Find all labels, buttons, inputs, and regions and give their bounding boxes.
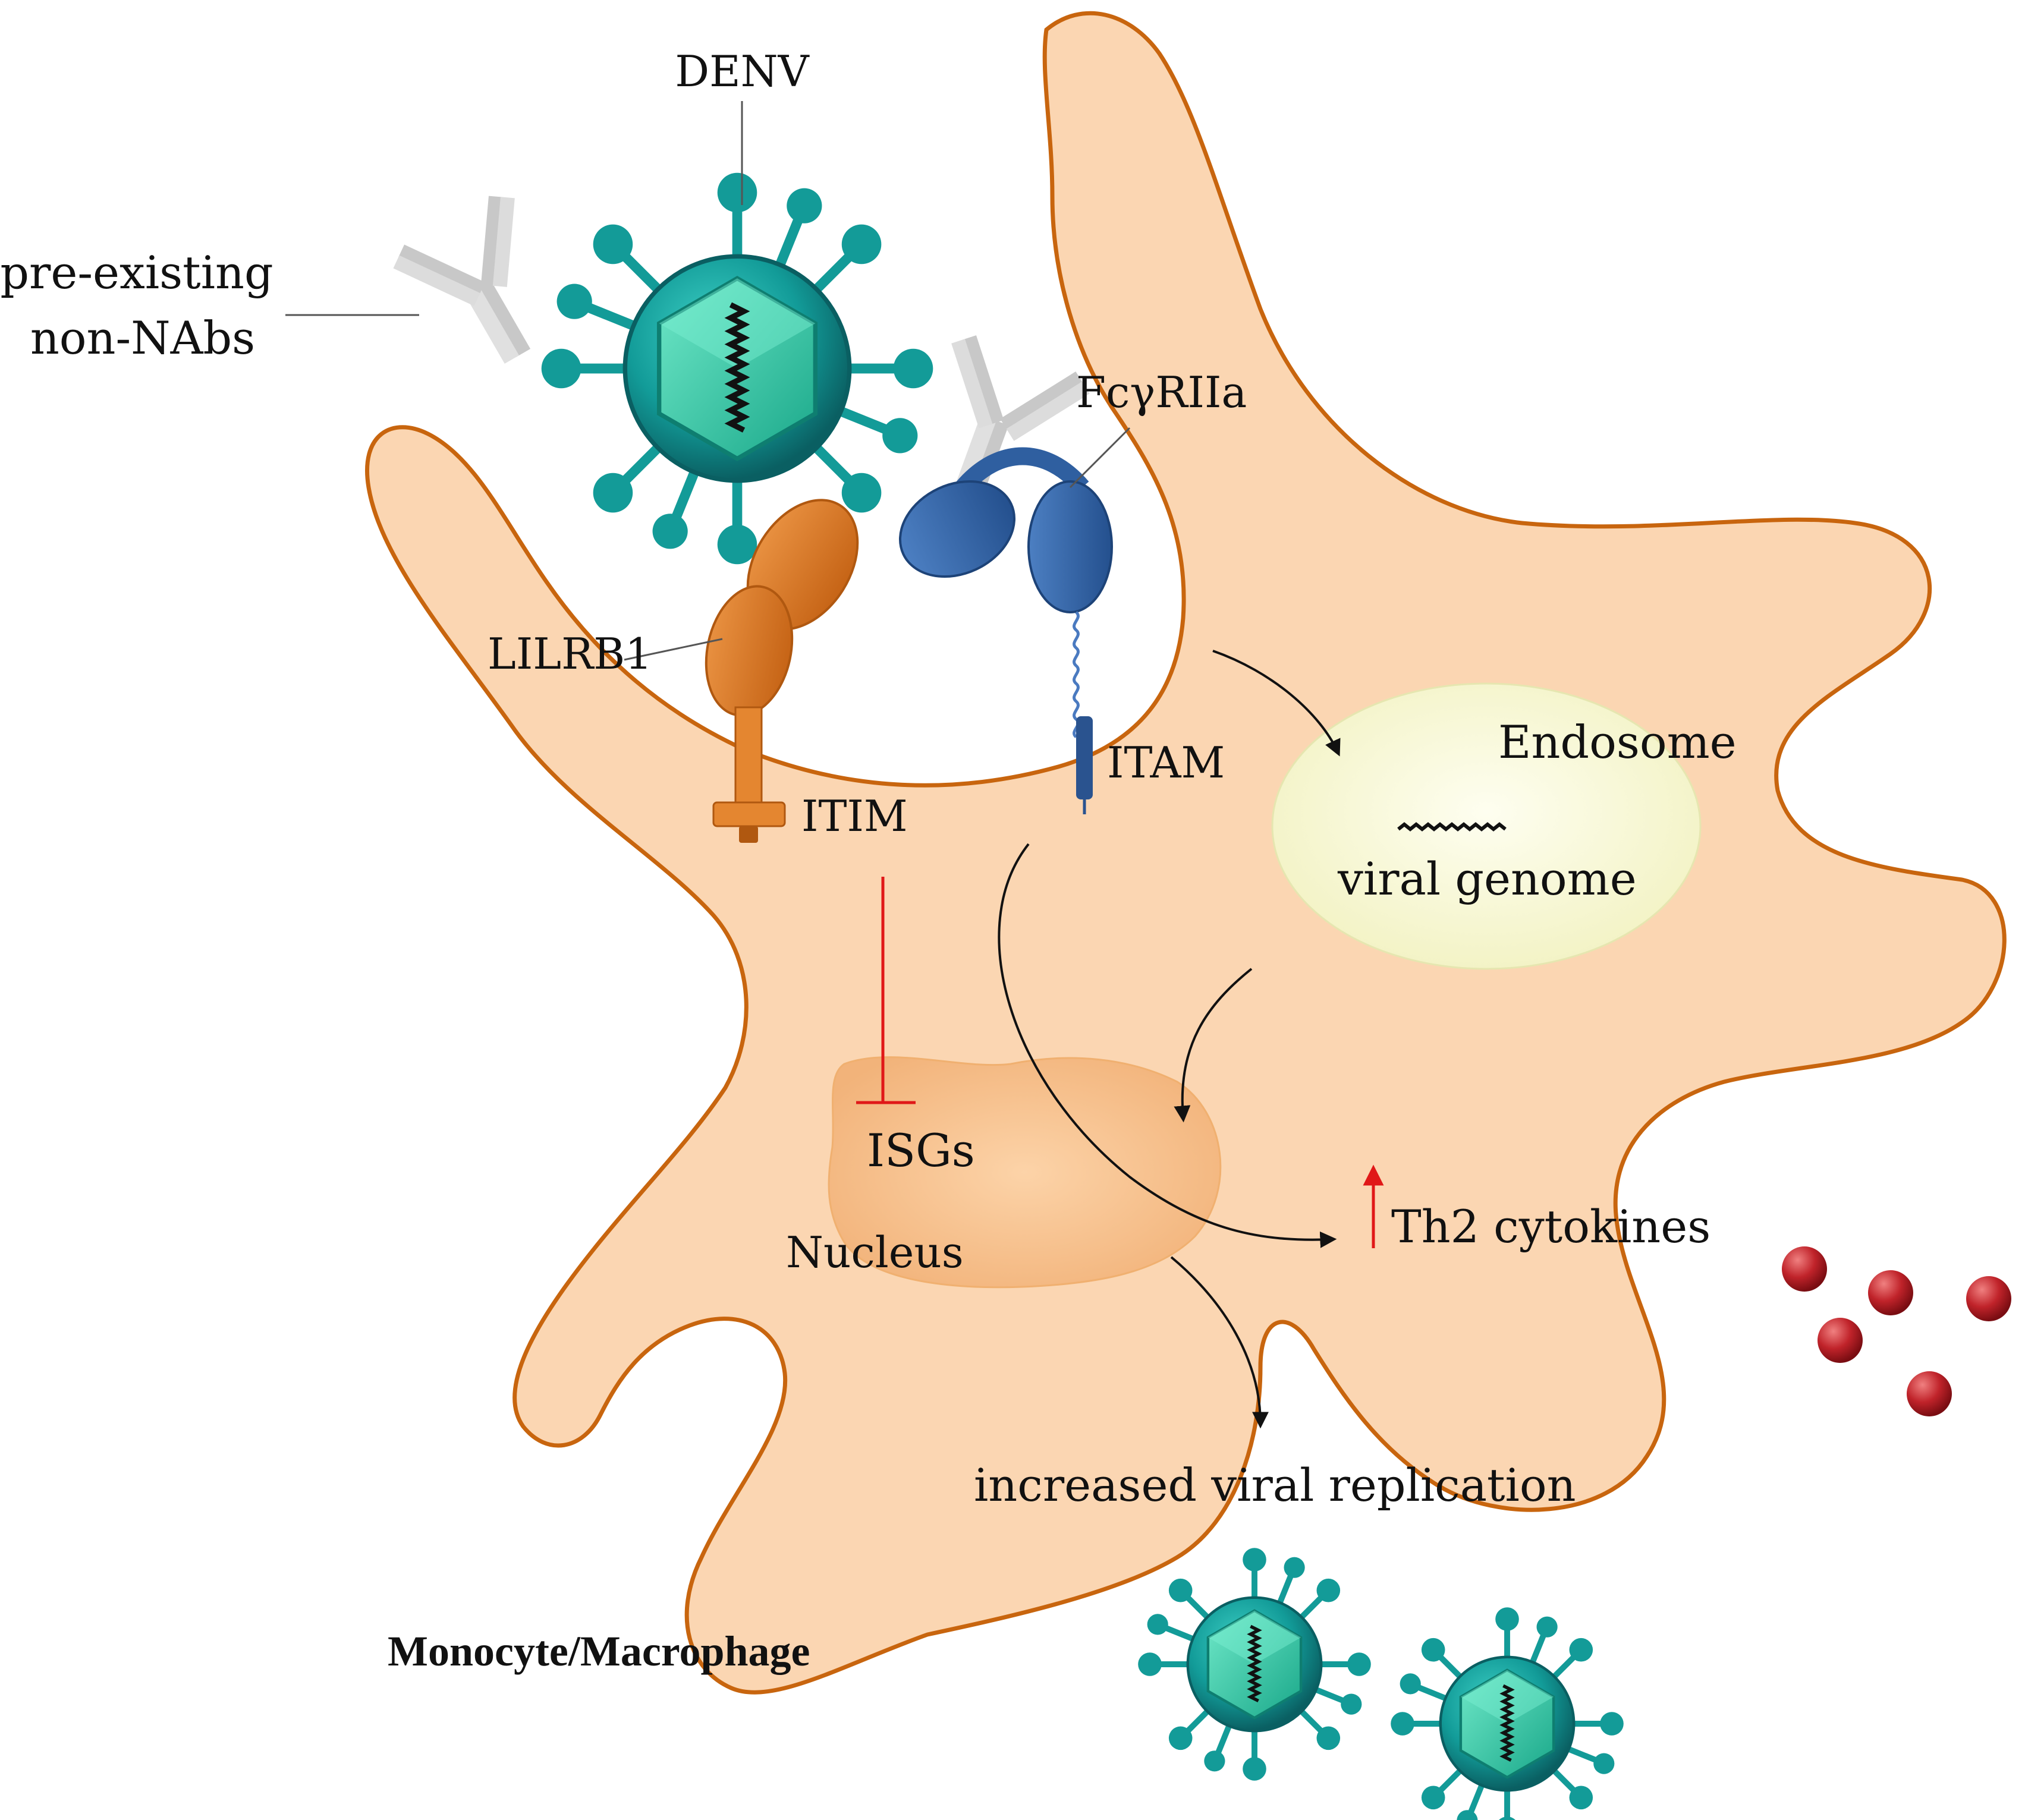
label-itam: ITAM bbox=[1107, 738, 1225, 788]
label-antibody-line1: pre-existing bbox=[0, 246, 273, 299]
pathway-arrows bbox=[998, 650, 1341, 1429]
label-increased-replication: increased viral replication bbox=[974, 1459, 1576, 1512]
label-antibody-line2: non-NAbs bbox=[30, 311, 255, 364]
lilrb1-receptor bbox=[705, 499, 859, 843]
macrophage-cell bbox=[365, 11, 2007, 1695]
label-denv: DENV bbox=[675, 46, 810, 96]
label-lilrb1: LILRB1 bbox=[488, 629, 652, 679]
label-viral-genome: viral genome bbox=[1337, 852, 1637, 905]
label-th2-cytokines: Th2 cytokines bbox=[1391, 1200, 1710, 1253]
label-endosome: Endosome bbox=[1498, 716, 1737, 769]
nucleus bbox=[828, 1056, 1222, 1289]
progeny-virus-2 bbox=[1391, 1607, 1624, 1820]
antibody-left bbox=[393, 196, 531, 364]
label-nucleus: Nucleus bbox=[786, 1227, 964, 1277]
viral-genome-squiggle bbox=[1397, 822, 1507, 832]
progeny-virus-1 bbox=[1138, 1548, 1371, 1781]
leader-lines bbox=[285, 101, 1131, 661]
label-cell-type: Monocyte/Macrophage bbox=[388, 1627, 810, 1675]
label-itim: ITIM bbox=[801, 791, 908, 841]
label-fcgriia: FcγRIIa bbox=[1076, 367, 1247, 417]
denv-virus-particle bbox=[542, 173, 933, 565]
fcgriia-receptor bbox=[898, 447, 1113, 814]
label-isgs: ISGs bbox=[867, 1124, 975, 1177]
cytokine-particles bbox=[1782, 1246, 2011, 1416]
inhibition-bar bbox=[856, 877, 916, 1104]
